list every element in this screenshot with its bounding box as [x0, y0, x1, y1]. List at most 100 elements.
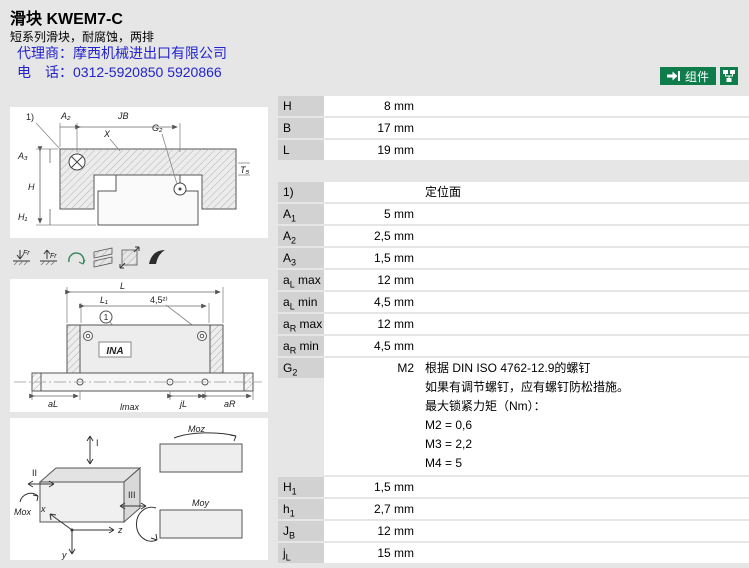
page-title: 滑块 KWEM7-C: [10, 11, 123, 28]
param-value: 8 mm: [384, 99, 414, 113]
param-label: aR max: [278, 314, 324, 334]
param-label: L: [278, 140, 324, 160]
param-cell: 12 mm: [324, 270, 749, 290]
moment-diagrams: I II III Mox z y x Moz Moy: [10, 418, 268, 560]
param-label: A2: [278, 226, 324, 246]
axis-y-label: y: [61, 550, 67, 560]
param-label: 1): [278, 182, 324, 202]
param-value: 2,5 mm: [373, 229, 414, 243]
page-subtitle: 短系列滑块，耐腐蚀，两排: [10, 30, 155, 44]
callout-1-label: 1: [104, 313, 109, 322]
load-icons-row: Fr Fr: [10, 245, 169, 272]
param-cell: 19 mm: [324, 140, 749, 160]
table-row: A2 2,5 mm: [278, 226, 749, 246]
param-desc: M3 = 2,2: [425, 437, 473, 451]
param-value: [324, 182, 414, 202]
param-value: 2,7 mm: [373, 502, 414, 516]
param-value: 15 mm: [377, 546, 414, 560]
param-label: A3: [278, 248, 324, 268]
param-desc: M2 = 0,6: [425, 418, 473, 432]
param-label: JB: [278, 521, 324, 541]
goto-components-icon: [666, 71, 680, 81]
param-label: aL max: [278, 270, 324, 290]
param-cell: 12 mm: [324, 521, 749, 541]
header-buttons: 组件: [659, 67, 738, 85]
cross-section-svg: 1) A₂ JB X G₂ T₅ A₃ H H₁: [17, 111, 250, 226]
param-cell: 4,5 mm: [324, 336, 749, 356]
side-view-svg: L L₁ 4,5²⁾ 1 INA: [14, 281, 262, 412]
preload-icon: [119, 246, 140, 269]
dim-a2-label: A₂: [60, 111, 71, 121]
axis-i-label: I: [96, 438, 99, 448]
param-label: aR min: [278, 336, 324, 356]
dim-ar-label: aR: [224, 399, 236, 409]
param-cell: 1,5 mm: [324, 477, 749, 497]
table-row: G2 M2 根据 DIN ISO 4762-12.9的螺钉如果有调节螺钉，应有螺钉防…: [278, 358, 749, 475]
speed-icon: [149, 250, 165, 264]
param-value: 12 mm: [377, 273, 414, 287]
dim-x-label: X: [103, 129, 111, 139]
table-row: A1 5 mm: [278, 204, 749, 224]
param-desc: 定位面: [425, 185, 462, 199]
axis-x-label: x: [40, 504, 46, 514]
structure-button[interactable]: [720, 67, 738, 85]
dim-g2-label: G₂: [152, 123, 163, 133]
dim-a3-label: A₃: [17, 151, 28, 161]
moy-label: Moy: [192, 498, 210, 508]
table-row: 1) 定位面: [278, 182, 749, 202]
param-cell: M2 根据 DIN ISO 4762-12.9的螺钉如果有调节螺钉，应有螺钉防松措…: [324, 358, 749, 475]
fr-label: Fr: [50, 253, 57, 260]
param-label: aL min: [278, 292, 324, 312]
table-row: H1 1,5 mm: [278, 477, 749, 497]
param-label: G2: [278, 358, 324, 378]
dim-h-label: H: [28, 182, 35, 192]
param-label: H1: [278, 477, 324, 497]
dim-jb-label: JB: [117, 111, 129, 121]
table-row: aR min 4,5 mm: [278, 336, 749, 356]
param-cell: 4,5 mm: [324, 292, 749, 312]
param-value: M2: [397, 361, 414, 375]
param-cell: 5 mm: [324, 204, 749, 224]
mox-label: Mox: [14, 507, 32, 517]
components-button[interactable]: 组件: [659, 67, 716, 85]
param-value: 1,5 mm: [373, 251, 414, 265]
radial-load-icon: Fr: [13, 250, 30, 266]
cross-section-drawing: 1) A₂ JB X G₂ T₅ A₃ H H₁: [10, 107, 268, 238]
dealer-contact: 代理商：摩西机械进出口有限公司 电 话：0312-5920850 5920866: [17, 44, 227, 82]
hole-dia-label: 4,5²⁾: [150, 295, 168, 305]
param-desc: 最大锁紧力矩（Nm）：: [425, 399, 546, 413]
param-value: 5 mm: [384, 207, 414, 221]
dim-l-label: L: [120, 281, 125, 291]
moments-svg: I II III Mox z y x Moz Moy: [14, 424, 243, 560]
param-cell: 17 mm: [324, 118, 749, 138]
param-desc: 如果有调节螺钉，应有螺钉防松措施。: [425, 380, 630, 394]
param-value: 19 mm: [377, 143, 414, 157]
moz-label: Moz: [188, 424, 206, 434]
table-row: aL max 12 mm: [278, 270, 749, 290]
param-cell: 2,7 mm: [324, 499, 749, 519]
fr-label: Fr: [23, 250, 30, 257]
dim-l1-label: L₁: [100, 295, 108, 305]
param-cell: 15 mm: [324, 543, 749, 563]
dim-h1-label: H₁: [18, 212, 27, 222]
dealer-phone: 电 话：0312-5920850 5920866: [17, 64, 222, 80]
components-button-label: 组件: [684, 69, 709, 84]
dim-lmax-label: lmax: [120, 402, 140, 412]
axis-ii-label: II: [32, 468, 37, 478]
structure-icon: [723, 70, 735, 82]
param-desc: 根据 DIN ISO 4762-12.9的螺钉: [425, 361, 591, 375]
param-label: A1: [278, 204, 324, 224]
param-label: B: [278, 118, 324, 138]
dealer-name: 代理商：摩西机械进出口有限公司: [17, 45, 227, 61]
param-cell: 1,5 mm: [324, 248, 749, 268]
param-value: 1,5 mm: [373, 480, 414, 494]
table-row: A3 1,5 mm: [278, 248, 749, 268]
table-row: L 19 mm: [278, 140, 749, 160]
moment-load-icon: [68, 252, 86, 265]
param-label: H: [278, 96, 324, 116]
param-value: 4,5 mm: [373, 339, 414, 353]
